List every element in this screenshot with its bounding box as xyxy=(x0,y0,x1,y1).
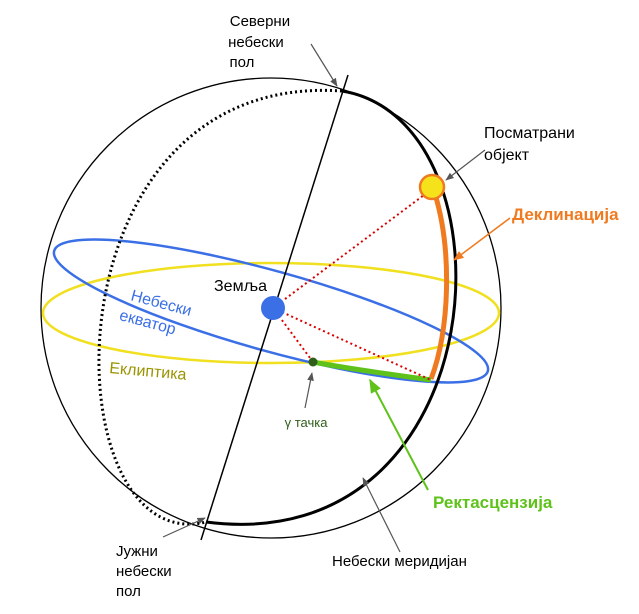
gamma-point-label: γ тачка xyxy=(285,415,329,430)
earth-label: Земља xyxy=(214,278,267,295)
celestial-equator-ellipse xyxy=(52,238,490,384)
observed-object-arrow xyxy=(445,149,486,181)
declination-arrow xyxy=(453,217,511,261)
observed-object-marker xyxy=(418,173,446,201)
right-ascension-label: Ректасцензија xyxy=(433,493,553,512)
north-pole-arrow xyxy=(310,43,338,87)
south-pole-label: Јужни небески пол xyxy=(116,543,176,600)
celestial-meridian xyxy=(205,89,458,526)
right-ascension-arc xyxy=(312,359,432,383)
sight-line-object xyxy=(272,191,429,309)
celestial-sphere xyxy=(40,77,502,539)
observed-object-label: Посматрани објект xyxy=(484,125,579,164)
right-ascension-arrow xyxy=(369,378,429,491)
sight-line-projection xyxy=(272,307,432,381)
declination-arc xyxy=(428,193,450,380)
meridian-arrow xyxy=(362,477,401,553)
ecliptic-ellipse xyxy=(41,261,501,365)
south-pole-arrow xyxy=(162,517,206,538)
meridian-back-dotted xyxy=(97,89,343,526)
ecliptic-label: Еклиптика xyxy=(109,360,188,384)
earth-marker xyxy=(261,296,285,320)
north-pole-label: Северни небески пол xyxy=(228,13,294,71)
gamma-point-arrow xyxy=(304,372,314,409)
gamma-point-marker xyxy=(308,357,318,367)
celestial-meridian-label: Небески меридијан xyxy=(332,553,467,570)
declination-label: Деклинација xyxy=(512,205,619,224)
celestial-equator-label: Небески екватор xyxy=(117,286,197,342)
